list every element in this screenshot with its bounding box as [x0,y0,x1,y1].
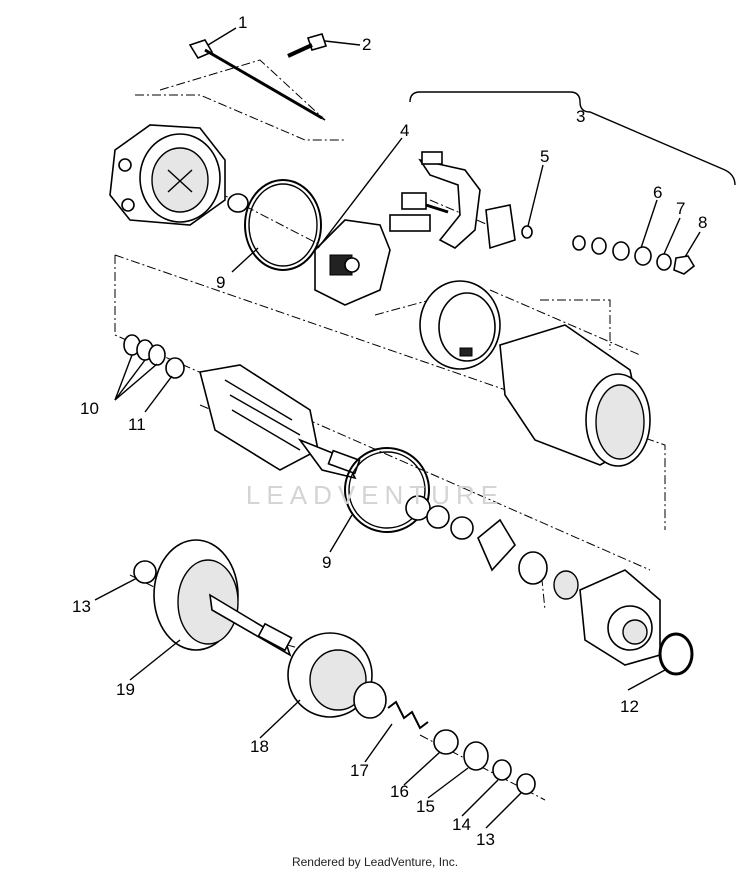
o-ring-lower-inner [348,451,426,529]
terminal-hardware [521,225,696,275]
callout-10: 10 [80,399,99,418]
callout-13-upper: 13 [72,597,91,616]
callout-9-lower: 9 [322,553,331,572]
mounting-screw [287,33,328,58]
callout-11: 11 [128,415,146,434]
o-ring-upper-inner [248,183,318,267]
callout-9-upper: 9 [216,273,225,292]
front-o-ring [658,632,694,676]
leader-lines [94,27,736,829]
callout-12: 12 [620,697,639,716]
callouts: 1 2 3 4 5 6 7 8 9 9 10 11 12 13 13 14 15… [72,13,707,849]
callout-1: 1 [238,13,247,32]
yoke-field-frame [499,324,651,467]
brush-plate [314,219,391,306]
clutch-gear-shaft [153,539,293,657]
front-end-housing [579,569,661,666]
callout-2: 2 [362,35,371,54]
armature [199,364,361,480]
callout-5: 5 [540,147,549,166]
o-ring-lower [344,447,430,533]
brush-holder-set [389,151,516,250]
callout-8: 8 [698,213,707,232]
callout-17: 17 [350,761,369,780]
shim-stack [123,334,185,379]
callout-14: 14 [452,815,471,834]
footer-credit: Rendered by LeadVenture, Inc. [291,855,459,869]
brush-holder-ring [419,280,501,370]
washer-upper [133,560,157,584]
callout-7: 7 [676,199,685,218]
callout-13-lower: 13 [476,830,495,849]
through-bolt [188,39,326,121]
front-washers-bearings [405,495,579,600]
callout-16: 16 [390,782,409,801]
spring-and-retainers [387,700,536,795]
callout-3: 3 [576,107,585,126]
rear-bushing [227,193,249,213]
callout-15: 15 [416,797,435,816]
watermark-text: LEADVENTURE [245,480,505,510]
pinion-gear [287,632,387,719]
callout-6: 6 [653,183,662,202]
callout-18: 18 [250,737,269,756]
rear-end-housing [109,124,226,226]
callout-19: 19 [116,680,135,699]
callout-4: 4 [400,121,409,140]
o-ring-upper [244,179,322,271]
